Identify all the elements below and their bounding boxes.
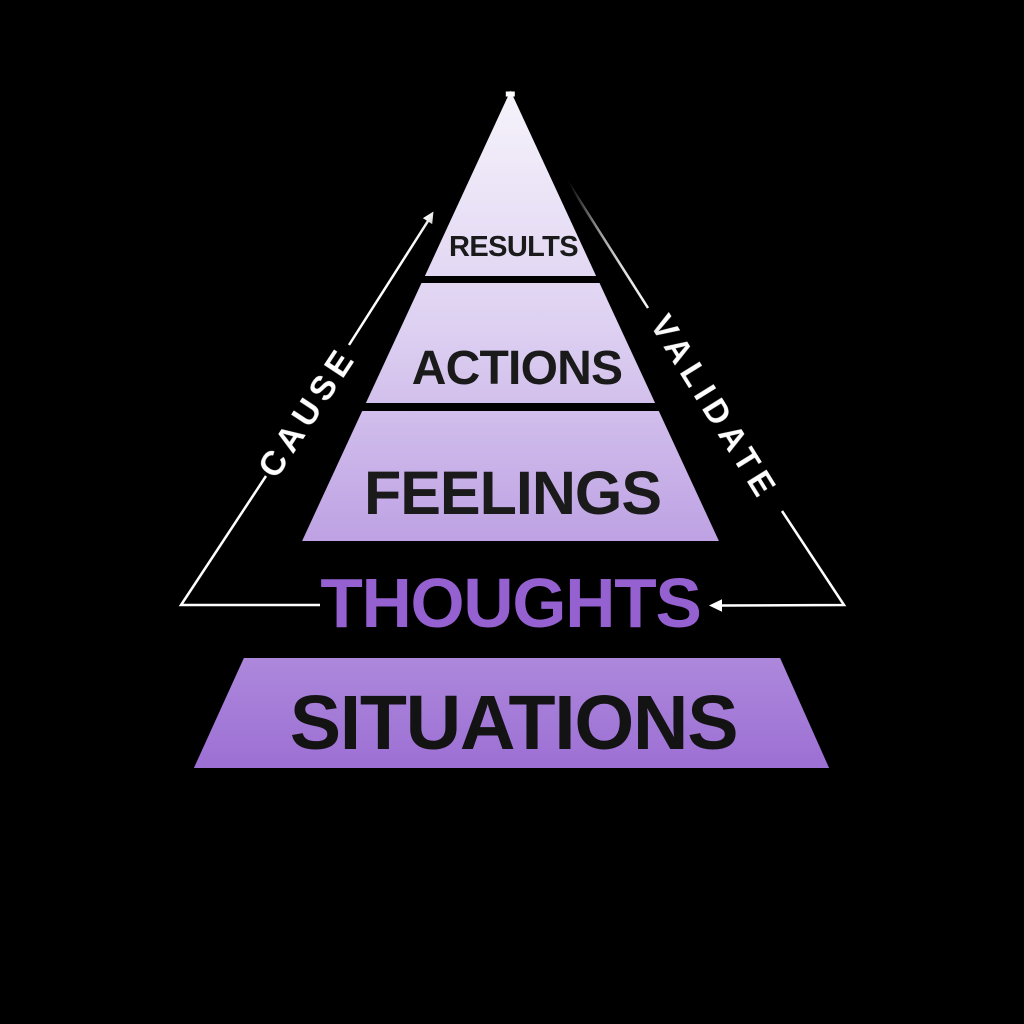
svg-text:THOUGHTS: THOUGHTS xyxy=(320,564,700,642)
svg-text:SITUATIONS: SITUATIONS xyxy=(290,680,738,766)
svg-text:ACTIONS: ACTIONS xyxy=(412,342,622,395)
svg-text:FEELINGS: FEELINGS xyxy=(364,459,661,527)
svg-text:RESULTS: RESULTS xyxy=(449,231,578,263)
